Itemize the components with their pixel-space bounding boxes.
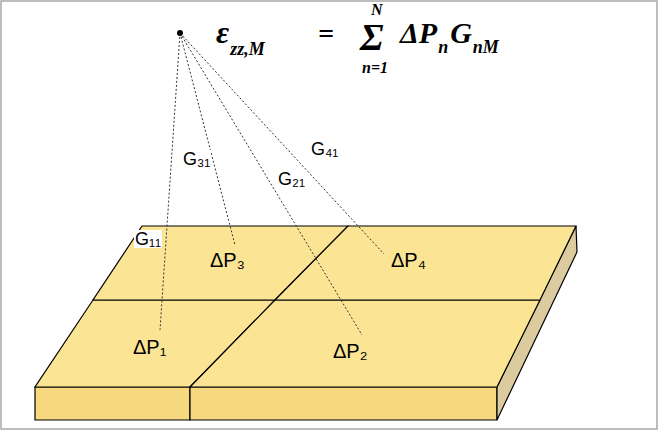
influence-line <box>180 33 362 335</box>
formula-limit: N <box>371 2 383 18</box>
formula-symbol: ΔP <box>400 18 437 48</box>
formula-symbol: Σ <box>360 18 384 56</box>
formula-subscript: zz,M <box>230 40 265 58</box>
formula-symbol: ε <box>216 16 229 48</box>
plate-element: ΔP₂ <box>190 300 540 387</box>
formula-symbol: = <box>318 20 334 48</box>
load-label: ΔP₄ <box>391 250 426 270</box>
influence-line <box>160 33 180 330</box>
influence-line <box>180 33 235 245</box>
plate-face <box>190 300 540 387</box>
slab-front-face <box>190 387 497 420</box>
plate-face <box>275 226 576 300</box>
influence-line <box>180 33 384 254</box>
influence-label: G₃₁ <box>182 150 211 168</box>
observation-point <box>177 30 183 36</box>
formula-subscript: n <box>438 38 448 56</box>
formula-symbol: G <box>450 18 472 48</box>
slab-front-face <box>35 387 190 420</box>
influence-label: G₂₁ <box>277 170 306 188</box>
load-label: ΔP₂ <box>333 341 367 361</box>
formula-limit: n=1 <box>362 60 388 76</box>
formula-subscript: nM <box>473 38 499 56</box>
load-label: ΔP₃ <box>210 250 245 270</box>
influence-label: G₄₁ <box>310 140 339 158</box>
influence-label: G₁₁ <box>134 230 162 248</box>
load-label: ΔP₁ <box>133 337 166 357</box>
plate-element: ΔP₄ <box>275 226 576 300</box>
